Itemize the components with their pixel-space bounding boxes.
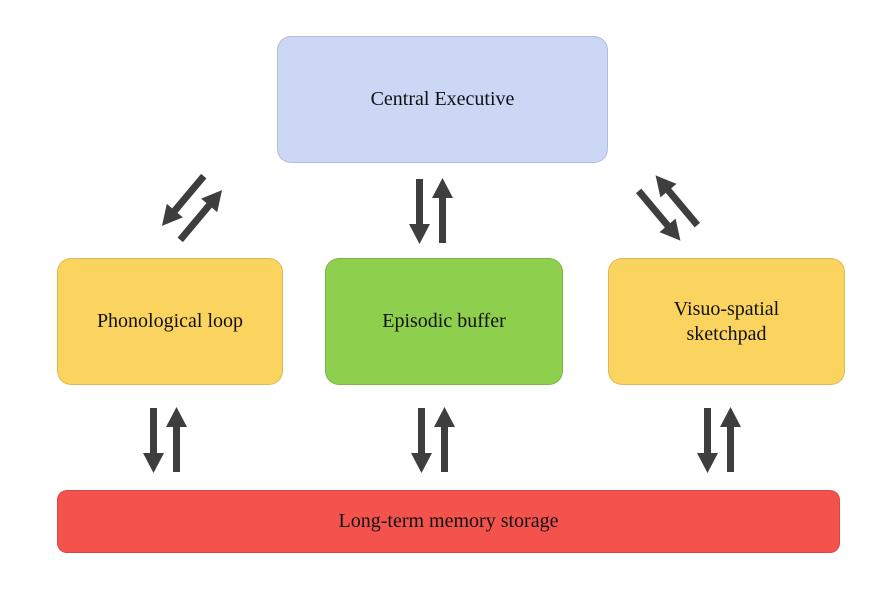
up-arrow-icon bbox=[432, 178, 453, 243]
down-arrow-icon bbox=[411, 408, 432, 473]
visuo-spatial-sketchpad-label: Visuo-spatial sketchpad bbox=[673, 297, 780, 345]
bidirectional-arrow-ce-phonological-icon bbox=[161, 173, 223, 243]
box-episodic-buffer: Episodic buffer bbox=[325, 258, 563, 385]
box-long-term-memory-storage: Long-term memory storage bbox=[57, 490, 840, 553]
down-arrow-icon bbox=[635, 188, 681, 241]
episodic-buffer-label: Episodic buffer bbox=[382, 310, 506, 332]
long-term-memory-label: Long-term memory storage bbox=[338, 510, 559, 532]
up-arrow-icon bbox=[166, 407, 187, 472]
box-visuo-spatial-sketchpad: Visuo-spatial sketchpad bbox=[608, 258, 845, 385]
box-central-executive: Central Executive bbox=[277, 36, 608, 163]
bidirectional-arrow-visuospatial-longterm-icon bbox=[697, 407, 741, 473]
down-arrow-icon bbox=[161, 173, 207, 226]
box-phonological-loop: Phonological loop bbox=[57, 258, 283, 385]
down-arrow-icon bbox=[143, 408, 164, 473]
down-arrow-icon bbox=[697, 408, 718, 473]
up-arrow-icon bbox=[177, 190, 223, 243]
up-arrow-icon bbox=[720, 407, 741, 472]
bidirectional-arrow-ce-visuospatial-icon bbox=[635, 175, 701, 241]
bidirectional-arrow-phonological-longterm-icon bbox=[143, 407, 187, 473]
phonological-loop-label: Phonological loop bbox=[96, 310, 244, 332]
up-arrow-icon bbox=[655, 175, 701, 228]
central-executive-label: Central Executive bbox=[370, 88, 515, 110]
bidirectional-arrow-episodic-longterm-icon bbox=[411, 407, 455, 473]
down-arrow-icon bbox=[409, 179, 430, 244]
bidirectional-arrow-ce-episodic-icon bbox=[409, 178, 453, 244]
up-arrow-icon bbox=[434, 407, 455, 472]
